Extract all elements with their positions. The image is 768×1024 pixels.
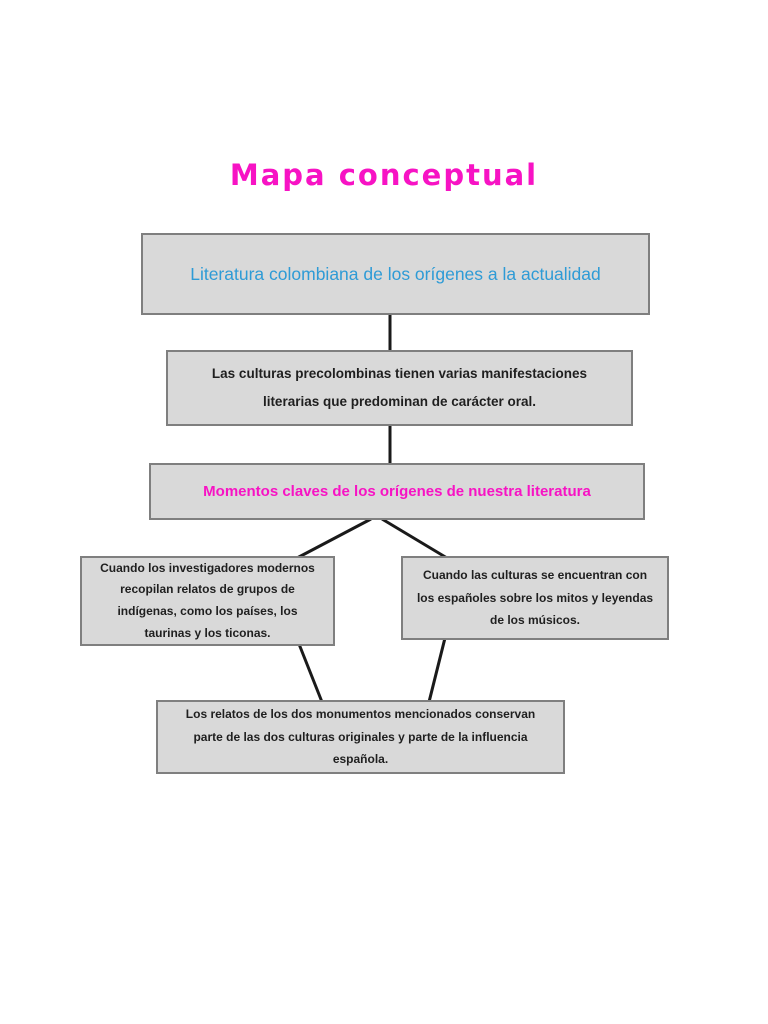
connector-encuentro-relatos [427, 637, 447, 703]
node-relatos-monumentos: Los relatos de los dos monumentos mencio… [156, 700, 565, 774]
node-momentos-claves: Momentos claves de los orígenes de nuest… [149, 463, 645, 520]
connector-momentos-investigadores [296, 517, 372, 560]
node-investigadores-modernos-text: Cuando los investigadores modernos recop… [100, 560, 315, 640]
node-investigadores-modernos: Cuando los investigadores modernos recop… [80, 556, 335, 646]
node-culturas-precolombinas: Las culturas precolombinas tienen varias… [166, 350, 633, 426]
node-encuentro-espanoles-text: Cuando las culturas se encuentran con lo… [416, 567, 654, 628]
node-culturas-precolombinas-text: Las culturas precolombinas tienen varias… [211, 366, 588, 409]
node-literatura-colombiana: Literatura colombiana de los orígenes a … [141, 233, 650, 315]
connector-momentos-encuentro [381, 517, 448, 560]
page-title: Mapa conceptual [229, 158, 539, 192]
node-momentos-claves-text: Momentos claves de los orígenes de nuest… [203, 483, 591, 500]
connector-investigadores-relatos [297, 643, 324, 703]
node-relatos-monumentos-text: Los relatos de los dos monumentos mencio… [185, 706, 536, 767]
node-literatura-colombiana-text: Literatura colombiana de los orígenes a … [190, 263, 601, 284]
node-encuentro-espanoles: Cuando las culturas se encuentran con lo… [401, 556, 669, 640]
